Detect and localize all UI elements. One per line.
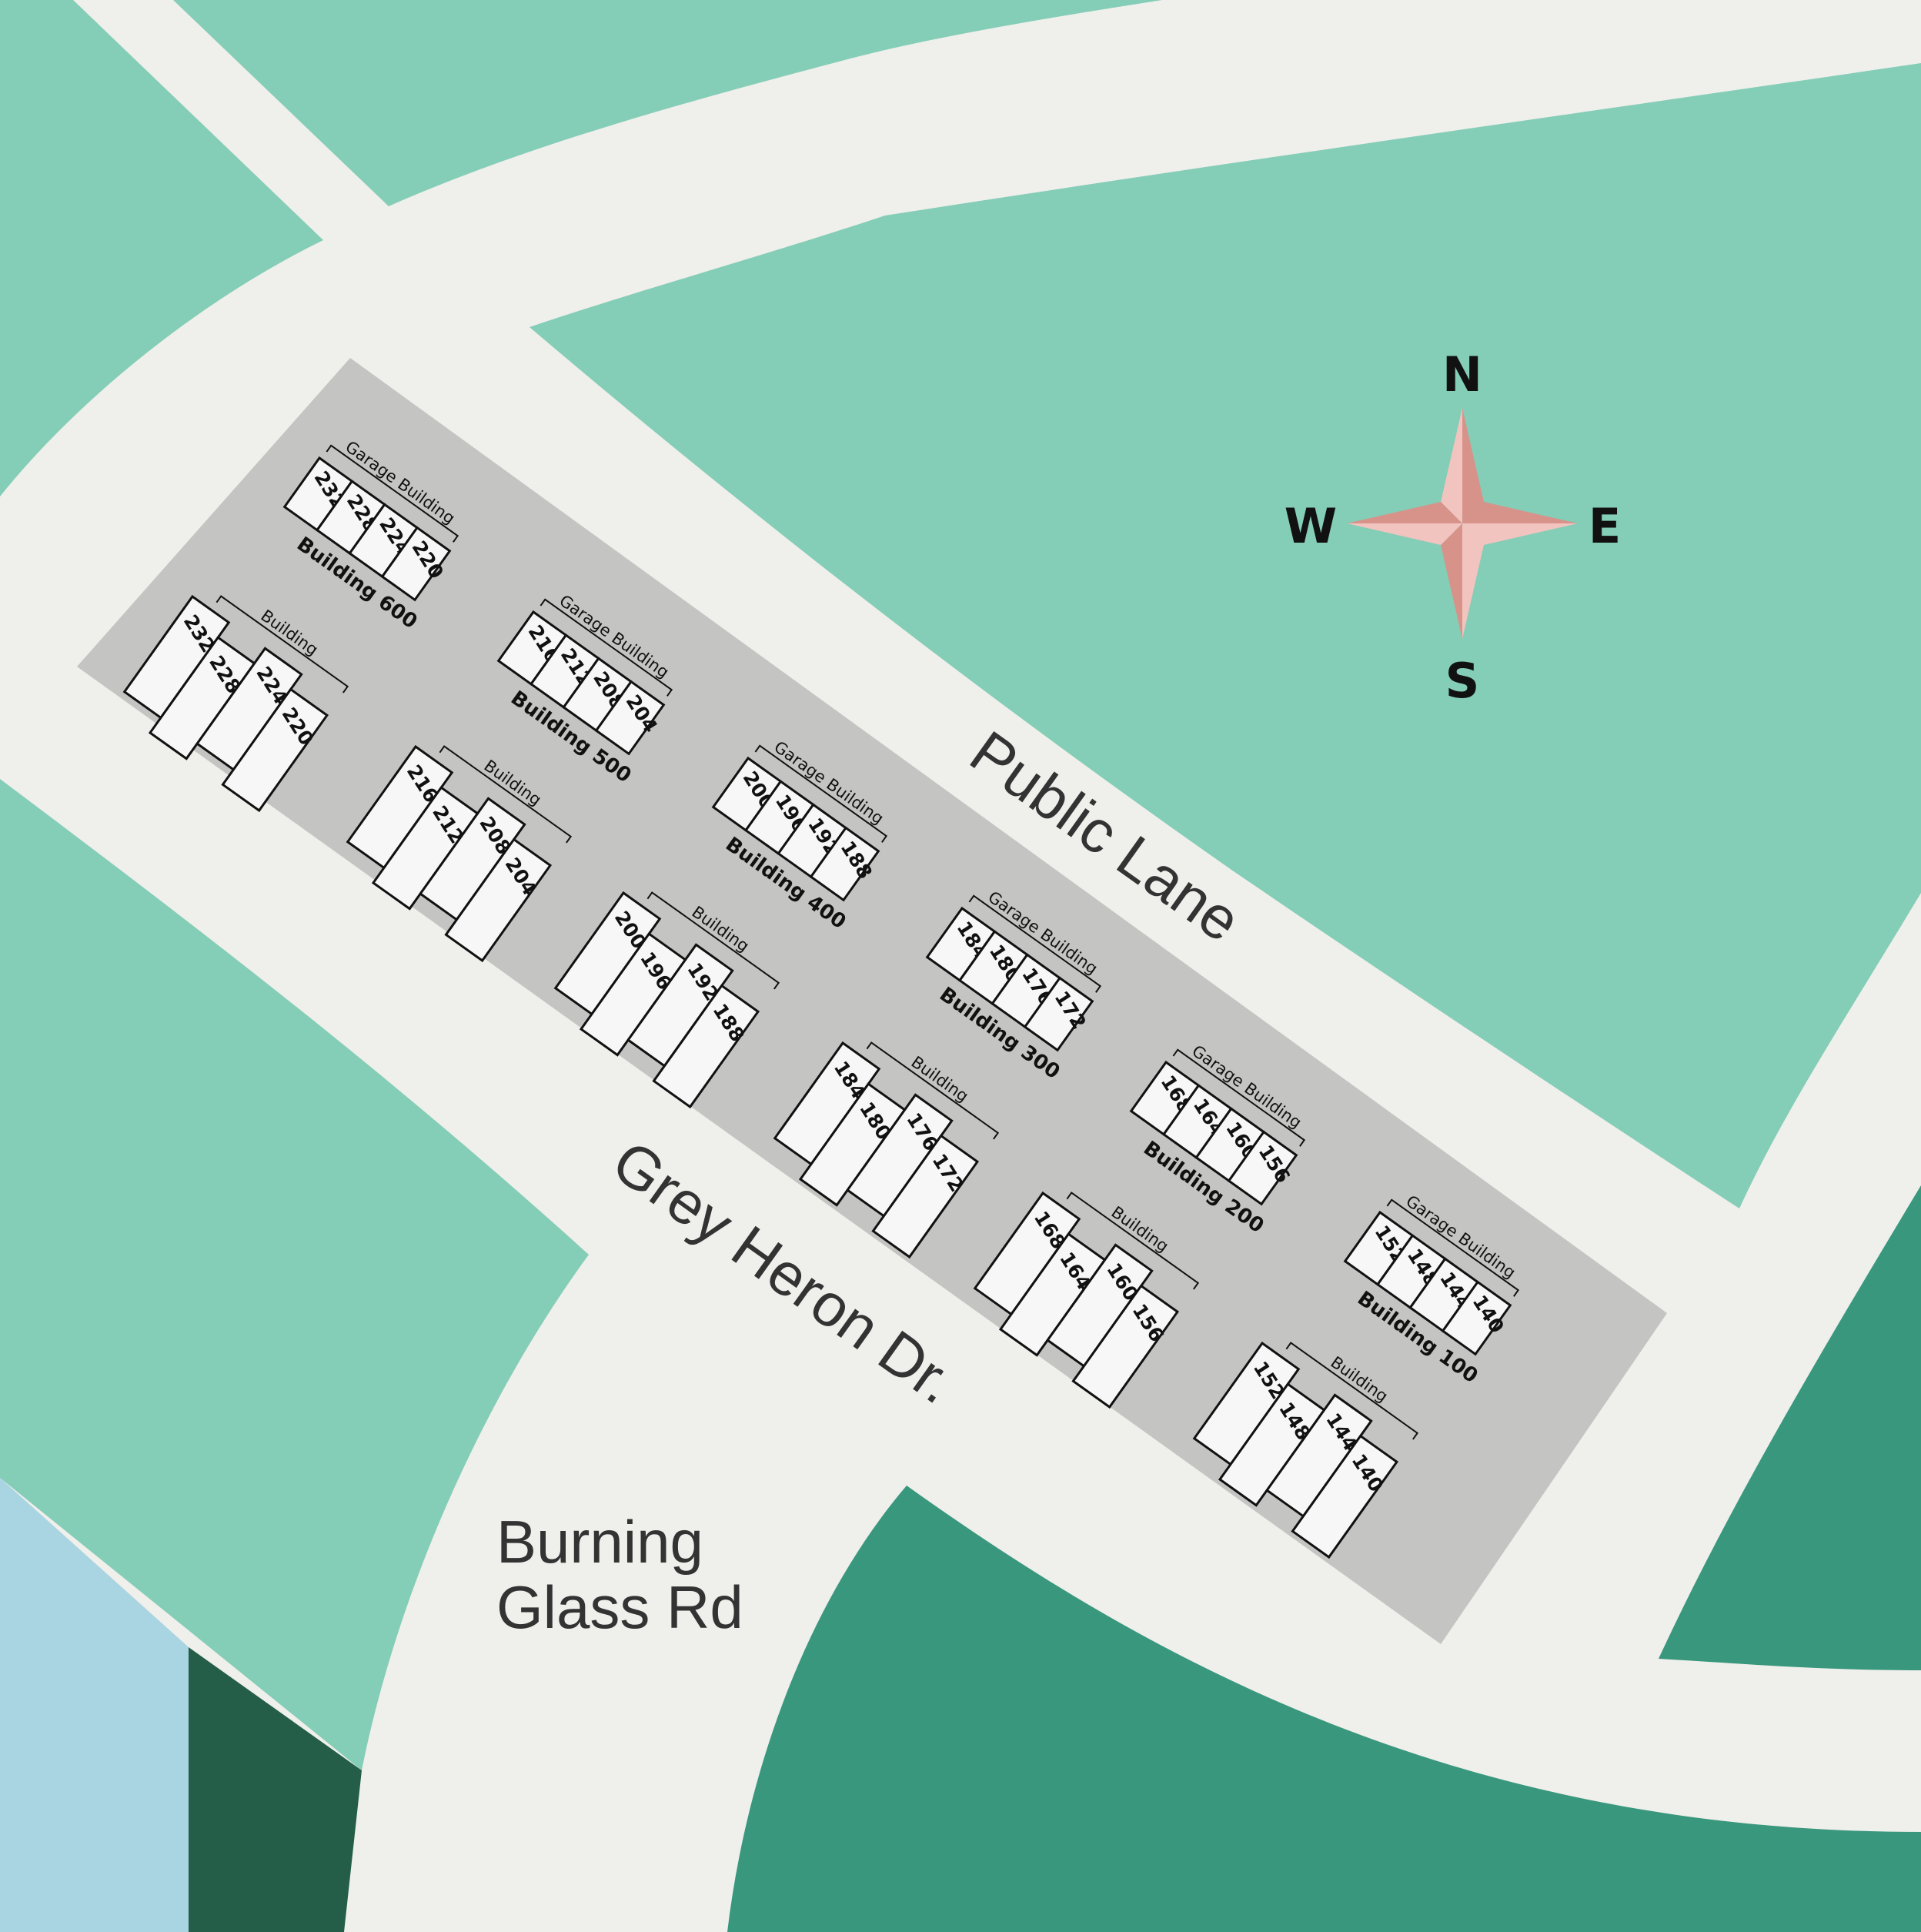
building-unit[interactable] [444,837,553,963]
green-area-north-east [530,63,1921,1208]
green-area-south-east [1659,1185,1921,1670]
garage-unit[interactable] [809,826,880,902]
green-area-west [0,779,589,1770]
garage-unit[interactable] [1227,1130,1298,1206]
garage-bracket [326,444,459,543]
building-bracket [646,891,780,990]
road-label-burning-glass-1: Burning [496,1508,703,1576]
garage-bracket [1172,1048,1306,1147]
compass-east-label: E [1589,498,1621,554]
green-area-south [727,1486,1921,1932]
building-bracket [215,595,349,694]
compass-north-label: N [1442,346,1482,403]
compass-rose-icon [1347,408,1578,639]
garage-bracket [1386,1198,1520,1297]
garage-unit[interactable] [1441,1280,1512,1356]
building-bracket [1066,1192,1200,1290]
green-area-top-center [173,0,1162,206]
compass-west-label: W [1285,498,1337,554]
building-bracket [1285,1342,1419,1440]
building-unit[interactable] [871,1134,980,1259]
garage-bracket [968,894,1102,993]
parking-lot [77,358,1667,1644]
garage-bracket [754,744,888,843]
building-unit[interactable] [652,984,760,1109]
compass-south-label: S [1445,653,1480,709]
dark-green-area [189,1647,362,1932]
road-label-burning-glass-2: Glass Rd [496,1573,743,1641]
garage-unit[interactable] [1023,976,1094,1052]
building-unit[interactable] [1071,1284,1180,1409]
water-area [0,1478,189,1932]
green-area-top-left [0,0,323,496]
building-unit[interactable] [221,687,329,813]
building-bracket [866,1041,1000,1140]
garage-unit[interactable] [594,680,666,756]
building-bracket [439,745,573,844]
garage-bracket [540,598,673,697]
garage-unit[interactable] [380,526,452,602]
building-unit[interactable] [1291,1434,1399,1559]
